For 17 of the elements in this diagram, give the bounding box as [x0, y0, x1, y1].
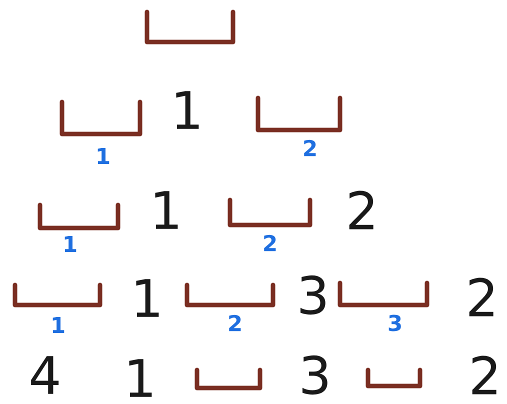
- big-digit: 4: [31, 356, 59, 394]
- big-digit: 1: [136, 279, 159, 317]
- big-digit: 2: [469, 278, 494, 316]
- big-digit: 3: [300, 275, 326, 315]
- big-digit: 2: [349, 190, 374, 230]
- big-digit: 3: [302, 355, 328, 395]
- big-digit: 2: [472, 356, 496, 394]
- slot-number: 2: [264, 234, 276, 252]
- slot-number: 2: [229, 314, 241, 332]
- slot-number: 1: [52, 317, 64, 333]
- slot-number: 1: [64, 236, 76, 252]
- big-digit: 1: [176, 91, 199, 129]
- big-digit: 1: [129, 359, 152, 397]
- slot-number: 1: [98, 148, 110, 164]
- slot-number: 3: [388, 314, 401, 332]
- big-digit: 1: [155, 191, 178, 229]
- slot-number: 2: [304, 140, 316, 156]
